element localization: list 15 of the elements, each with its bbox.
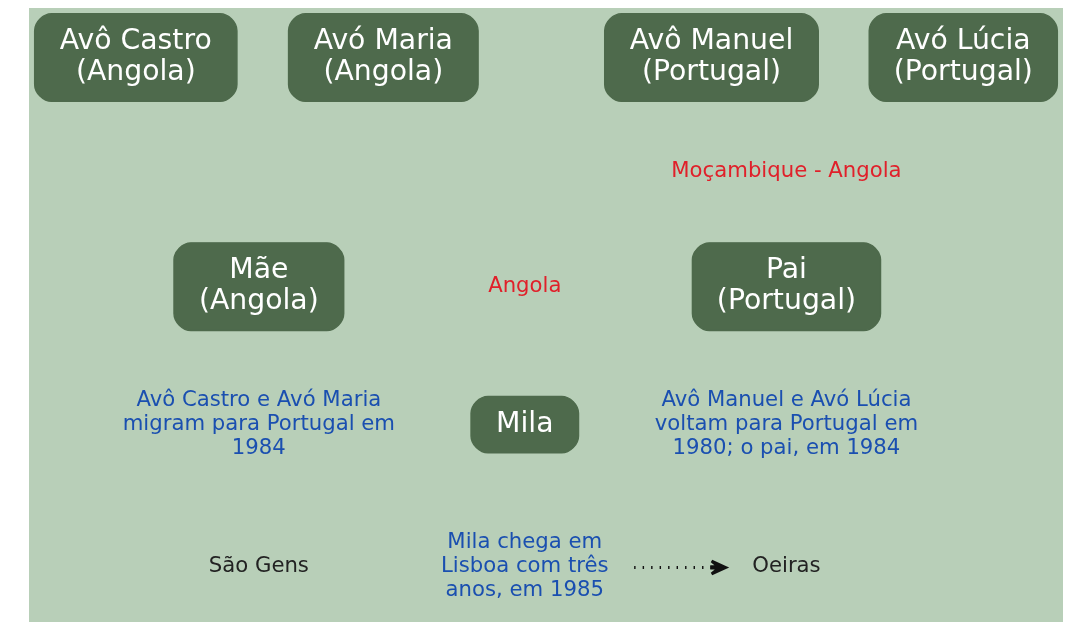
label: São Gens bbox=[208, 552, 309, 578]
label: Angola bbox=[487, 271, 561, 297]
label: Avô Castro e Avó Maria migram para Portugal em 1984 bbox=[122, 385, 395, 459]
node-box: Avó Maria (Angola) bbox=[287, 13, 479, 103]
node-box: Avô Manuel (Portugal) bbox=[603, 13, 819, 103]
node-text: Oeiras bbox=[751, 552, 821, 578]
node-box: Avô Castro (Angola) bbox=[33, 13, 238, 103]
node-box: Avó Lúcia (Portugal) bbox=[868, 13, 1058, 103]
node-text: Mila chega em Lisboa com três anos, em 1985 bbox=[440, 528, 609, 602]
arrow bbox=[633, 559, 727, 576]
node-box: Pai (Portugal) bbox=[691, 242, 881, 332]
node-box: Mila bbox=[469, 395, 579, 454]
node-box: Mãe (Angola) bbox=[172, 242, 344, 332]
label: Avô Manuel e Avó Lúcia voltam para Portugal em 1980; o pai, em 1984 bbox=[654, 385, 918, 459]
label: Moçambique - Angola bbox=[670, 157, 902, 183]
